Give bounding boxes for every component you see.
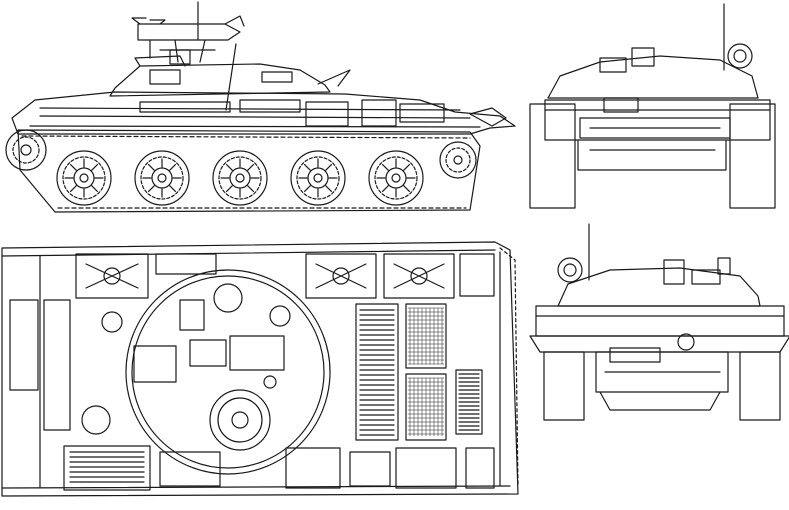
rear-turret (557, 267, 761, 307)
top-commander-hatch (209, 389, 271, 451)
road-wheel (56, 150, 112, 206)
top-exhaust-grille (455, 369, 483, 435)
road-wheel (212, 150, 268, 206)
front-view (529, 3, 776, 209)
side-drive-sprocket (439, 141, 477, 179)
missile-launcher (131, 1, 245, 65)
rear-right-track (739, 351, 781, 421)
side-antenna (225, 43, 237, 111)
top-engine-mesh (405, 303, 447, 441)
side-idler-wheel (5, 129, 47, 171)
side-track (17, 129, 481, 213)
side-hull (11, 91, 516, 135)
top-view (1, 241, 519, 497)
top-engine-grille (355, 303, 399, 441)
rear-hull (535, 305, 785, 337)
top-hull-outline (1, 241, 519, 497)
front-right-track (729, 103, 776, 209)
side-turret (109, 63, 331, 97)
front-searchlight (727, 43, 753, 69)
top-lower-stowage (63, 445, 151, 491)
rear-searchlight (557, 257, 583, 283)
road-wheel (368, 150, 424, 206)
top-turret-ring (125, 269, 331, 475)
side-road-wheels (56, 150, 424, 206)
side-view (5, 1, 516, 213)
road-wheel (290, 150, 346, 206)
front-hull (544, 99, 771, 141)
top-gunner-hatch (133, 283, 285, 383)
rear-left-track (543, 351, 585, 421)
rear-view (529, 223, 789, 421)
road-wheel (134, 150, 190, 206)
side-turret-fin (317, 69, 351, 87)
front-turret (547, 55, 759, 99)
top-stowage-box (383, 253, 455, 299)
top-stowage-box (75, 253, 149, 299)
front-left-track (529, 103, 576, 209)
top-stowage-box (305, 253, 377, 299)
